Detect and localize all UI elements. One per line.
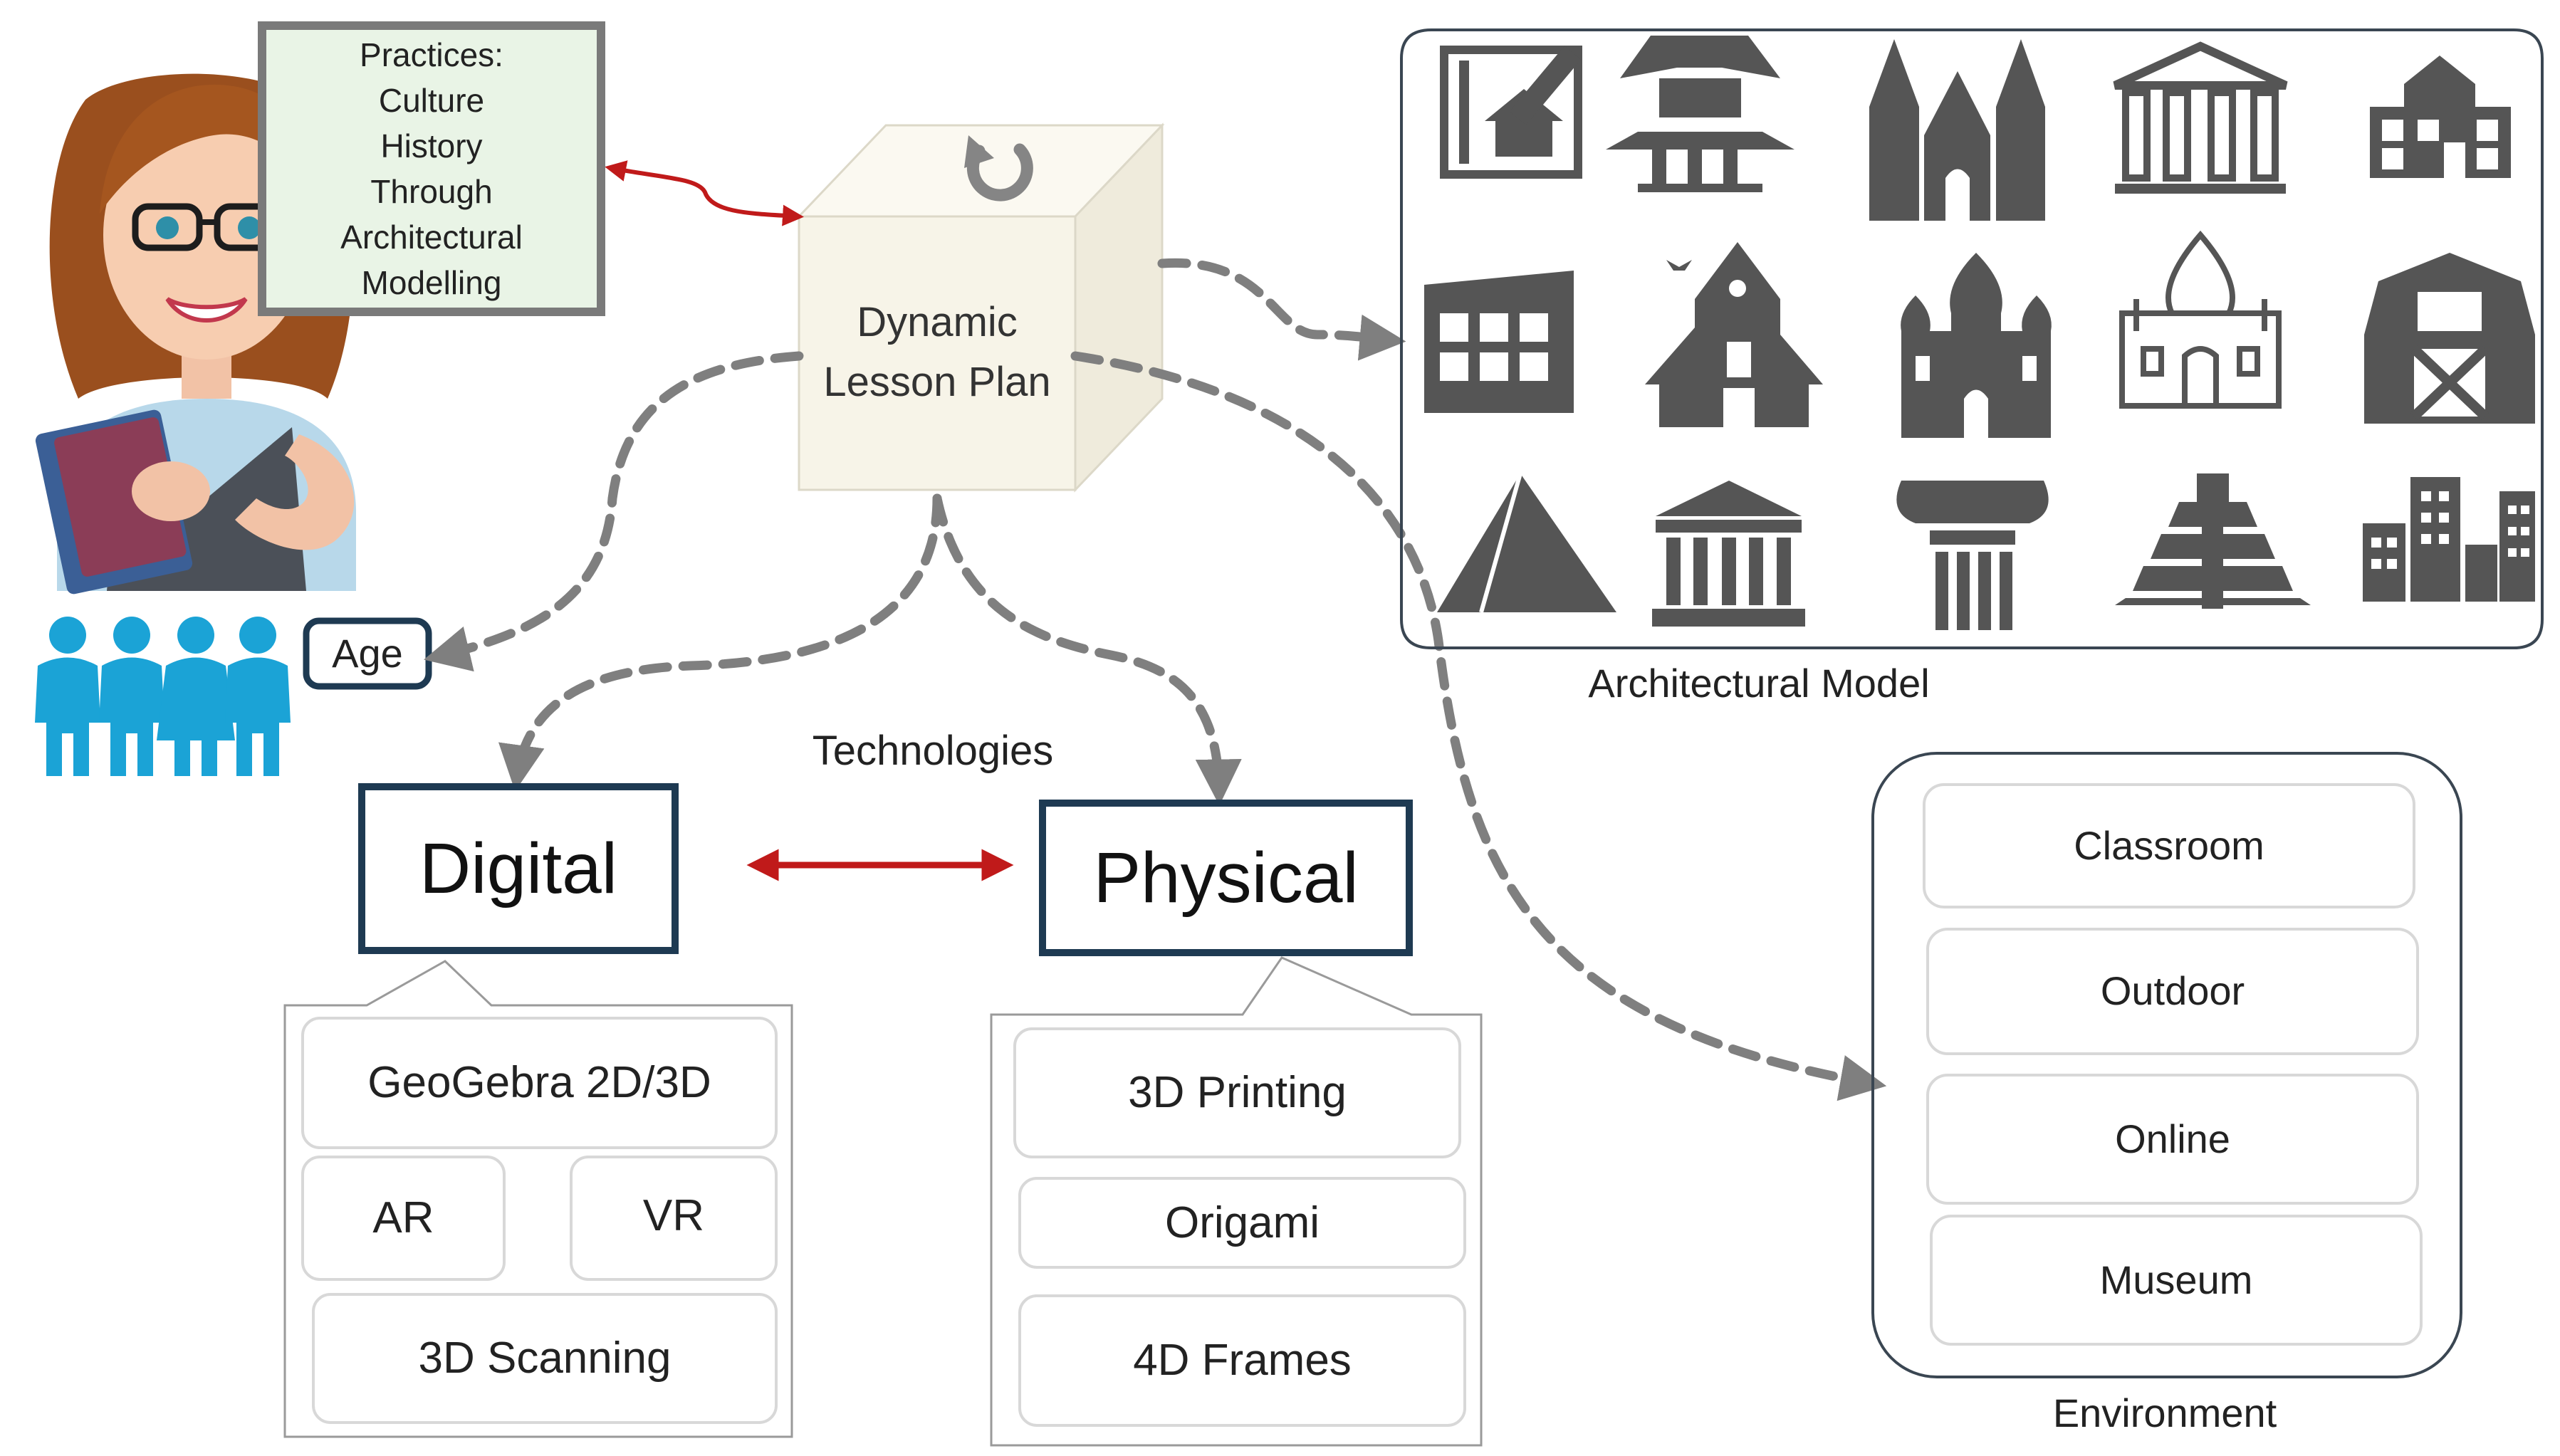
digital-item-3d-scanning: 3D Scanning [418, 1334, 672, 1383]
blueprint-house-icon [1440, 46, 1582, 179]
lesson-plan-line1: Dynamic [857, 299, 1018, 345]
digital-item-geogebra: GeoGebra 2D/3D [367, 1058, 711, 1108]
physical-title: Physical [1093, 837, 1359, 918]
env-pill-online [1926, 1074, 2419, 1205]
environment-container [1871, 752, 2462, 1378]
lesson-plan-label: Dynamic Lesson Plan [799, 285, 1075, 420]
architectural-model-label: Architectural Model [1588, 660, 1930, 706]
pill-geogebra [301, 1017, 778, 1149]
physical-item-4d-frames: 4D Frames [1133, 1336, 1352, 1386]
practices-lessonplan-connector [605, 160, 804, 226]
arrow-to-age [424, 351, 804, 672]
pill-4d-frames [1018, 1294, 1466, 1427]
students-icon [35, 617, 291, 776]
greek-temple-icon [2113, 41, 2288, 194]
barn-icon [2364, 253, 2535, 424]
classical-bank-icon [1652, 481, 1805, 627]
mayan-pyramid-icon [2115, 473, 2311, 609]
arrow-to-architectural-model [1157, 258, 1406, 361]
lesson-plan-line2: Lesson Plan [823, 359, 1051, 405]
env-pill-museum [1930, 1215, 2423, 1346]
taj-mahal-icon [2119, 230, 2282, 409]
gothic-cathedral-icon [1869, 39, 2045, 221]
haunted-house-icon [1645, 242, 1823, 427]
school-building-icon [2370, 56, 2511, 178]
pyramid-icon [1437, 473, 1616, 613]
digital-item-vr: VR [642, 1190, 705, 1240]
russian-church-icon [1901, 253, 2052, 438]
physical-items-panel [990, 956, 1483, 1447]
physical-item-origami: Origami [1164, 1198, 1320, 1247]
practices-line: Practices: [360, 36, 503, 73]
pill-3d-printing [1013, 1027, 1461, 1158]
practices-box: Practices: Culture History Through Archi… [258, 21, 605, 316]
technologies-label: Technologies [812, 727, 1054, 774]
pagoda-icon [1606, 36, 1794, 192]
practices-line: Through [370, 173, 493, 210]
physical-box [1039, 800, 1413, 956]
digital-box [358, 783, 679, 954]
digital-items-panel [283, 960, 793, 1438]
modern-building-icon [1424, 271, 1574, 413]
pill-3d-scanning [312, 1293, 778, 1424]
practices-line: Culture [378, 82, 485, 119]
pill-ar [301, 1156, 506, 1281]
refresh-icon [964, 135, 1033, 201]
architectural-model-container [1400, 28, 2544, 649]
digital-title: Digital [419, 828, 617, 908]
physical-item-3d-printing: 3D Printing [1128, 1068, 1347, 1118]
environment-item-outdoor: Outdoor [2100, 968, 2245, 1014]
env-pill-classroom [1923, 783, 2415, 908]
city-buildings-icon [2363, 477, 2535, 602]
arrow-to-digital [498, 493, 942, 792]
arrow-to-physical [932, 493, 1242, 806]
age-label: Age [332, 630, 403, 676]
pill-origami [1018, 1177, 1466, 1269]
pill-vr [570, 1156, 778, 1281]
arrow-to-environment [1070, 351, 1887, 1101]
environment-item-classroom: Classroom [2074, 822, 2264, 868]
ionic-column-icon [1896, 481, 2049, 630]
digital-item-ar: AR [372, 1193, 434, 1243]
environment-item-online: Online [2115, 1116, 2230, 1161]
practices-line: Architectural [340, 219, 523, 256]
environment-item-museum: Museum [2099, 1257, 2253, 1302]
practices-line: Modelling [361, 264, 502, 301]
lesson-plan-cube [796, 122, 1165, 493]
practices-line: History [380, 127, 483, 164]
env-pill-outdoor [1926, 928, 2419, 1055]
environment-label: Environment [2052, 1390, 2277, 1435]
